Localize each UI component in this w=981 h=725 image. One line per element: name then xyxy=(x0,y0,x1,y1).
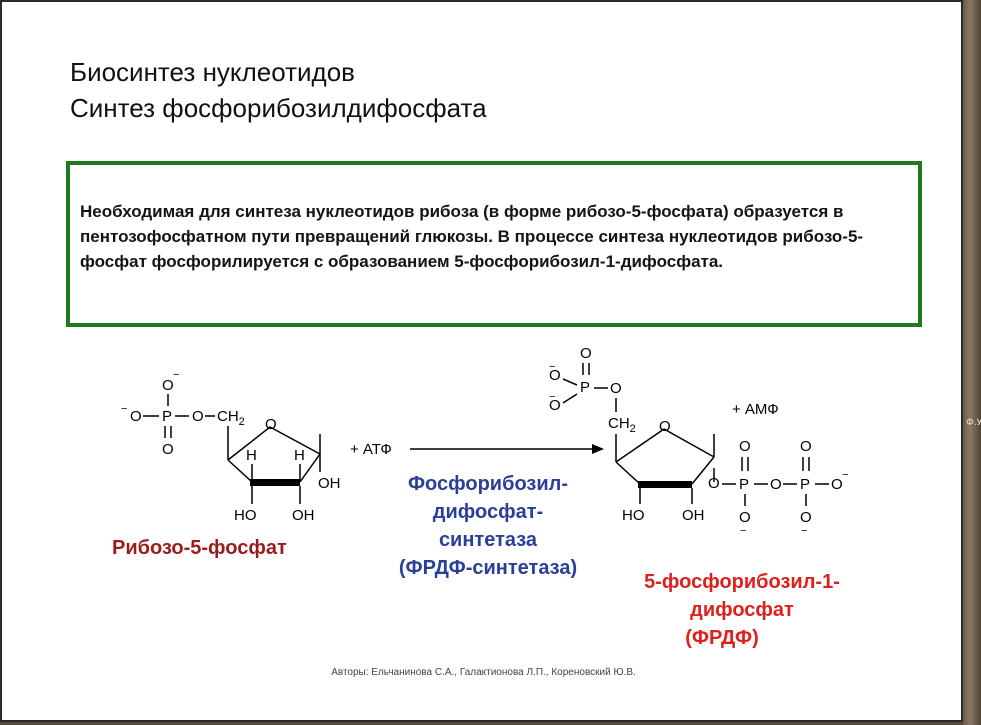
prpp-structure: O P O − O − O CH2 O HO OH xyxy=(549,345,848,537)
title-line-2: Синтез фосфорибозилдифосфата xyxy=(70,93,487,123)
atom-o-c1: O xyxy=(708,475,720,492)
atom-p: P xyxy=(580,379,590,396)
enzyme-line-4: (ФРДФ-синтетаза) xyxy=(399,557,577,579)
atom-p-beta: P xyxy=(800,476,810,493)
substrate-name: Рибозо-5-фосфат xyxy=(112,537,287,559)
info-box-text: Необходимая для синтеза нуклеотидов рибо… xyxy=(80,202,864,271)
ho-c3: HO xyxy=(622,507,645,524)
byproduct-amp: + АМФ xyxy=(732,401,779,418)
product-name: 5-фосфорибозил-1- дифосфат (ФРДФ) xyxy=(644,571,840,649)
atom-o-link: O xyxy=(610,380,622,397)
authors-footer: Авторы: Ельчанинова С.А., Галактионова Л… xyxy=(331,667,636,678)
enzyme-line-1: Фосфорибозил- xyxy=(408,473,568,495)
atom-o-top: O xyxy=(162,377,174,394)
info-box: Необходимая для синтеза нуклеотидов рибо… xyxy=(66,161,922,327)
atom-p: P xyxy=(162,408,172,425)
atom-o-beta-bottom: O xyxy=(800,509,812,526)
atom-o-top: O xyxy=(580,345,592,362)
atom-o-link: O xyxy=(192,408,204,425)
edge-mark: Ф.У.С xyxy=(966,418,981,428)
product-line-3: (ФРДФ) xyxy=(685,627,759,649)
group-ch2: CH2 xyxy=(217,408,245,428)
ribose-5-phosphate-structure: O − O − P O CH2 O O H H xyxy=(121,369,341,524)
atom-h-c2: H xyxy=(294,447,305,464)
atom-o-alpha-top: O xyxy=(739,438,751,455)
enzyme-line-2: дифосфат- xyxy=(433,501,543,523)
atom-h-c3: H xyxy=(246,447,257,464)
ring-oxygen: O xyxy=(265,416,277,433)
atom-o-bottom: O xyxy=(162,441,174,458)
atom-o-bridge: O xyxy=(770,476,782,493)
presentation-edge xyxy=(963,0,981,725)
oh-c2: OH xyxy=(292,507,315,524)
product-line-1: 5-фосфорибозил-1- xyxy=(644,571,840,593)
oh-c1: OH xyxy=(318,475,341,492)
atom-o-left: O xyxy=(130,408,142,425)
reagent-atp: + АТФ xyxy=(350,441,392,458)
group-ch2: CH2 xyxy=(608,415,636,435)
atom-o-alpha-bottom: O xyxy=(739,509,751,526)
charge-minus: − xyxy=(801,525,807,537)
atom-o-beta-top: O xyxy=(800,438,812,455)
slide: Биосинтез нуклеотидов Синтез фосфорибози… xyxy=(0,0,963,722)
oh-c2: OH xyxy=(682,507,705,524)
product-line-2: дифосфат xyxy=(690,599,794,621)
title-line-1: Биосинтез нуклеотидов xyxy=(70,57,355,87)
charge-minus: − xyxy=(549,361,555,373)
charge-minus: − xyxy=(842,469,848,481)
enzyme-line-3: синтетаза xyxy=(439,529,538,551)
atom-o-minus-1: O xyxy=(549,367,561,384)
charge-minus: − xyxy=(549,391,555,403)
atom-o-terminal: O xyxy=(831,476,843,493)
atom-o-minus-2: O xyxy=(549,397,561,414)
slide-title: Биосинтез нуклеотидов Синтез фосфорибози… xyxy=(70,54,487,126)
ring-oxygen: O xyxy=(659,418,671,435)
charge-minus: − xyxy=(121,403,127,415)
charge-minus: − xyxy=(173,369,179,381)
charge-minus: − xyxy=(740,525,746,537)
reaction-scheme: O − O − P O CH2 O O H H xyxy=(112,345,848,649)
ho-c3: HO xyxy=(234,507,257,524)
enzyme-name: Фосфорибозил- дифосфат- синтетаза (ФРДФ-… xyxy=(399,473,577,579)
atom-p-alpha: P xyxy=(739,476,749,493)
reaction-arrow xyxy=(410,444,604,454)
